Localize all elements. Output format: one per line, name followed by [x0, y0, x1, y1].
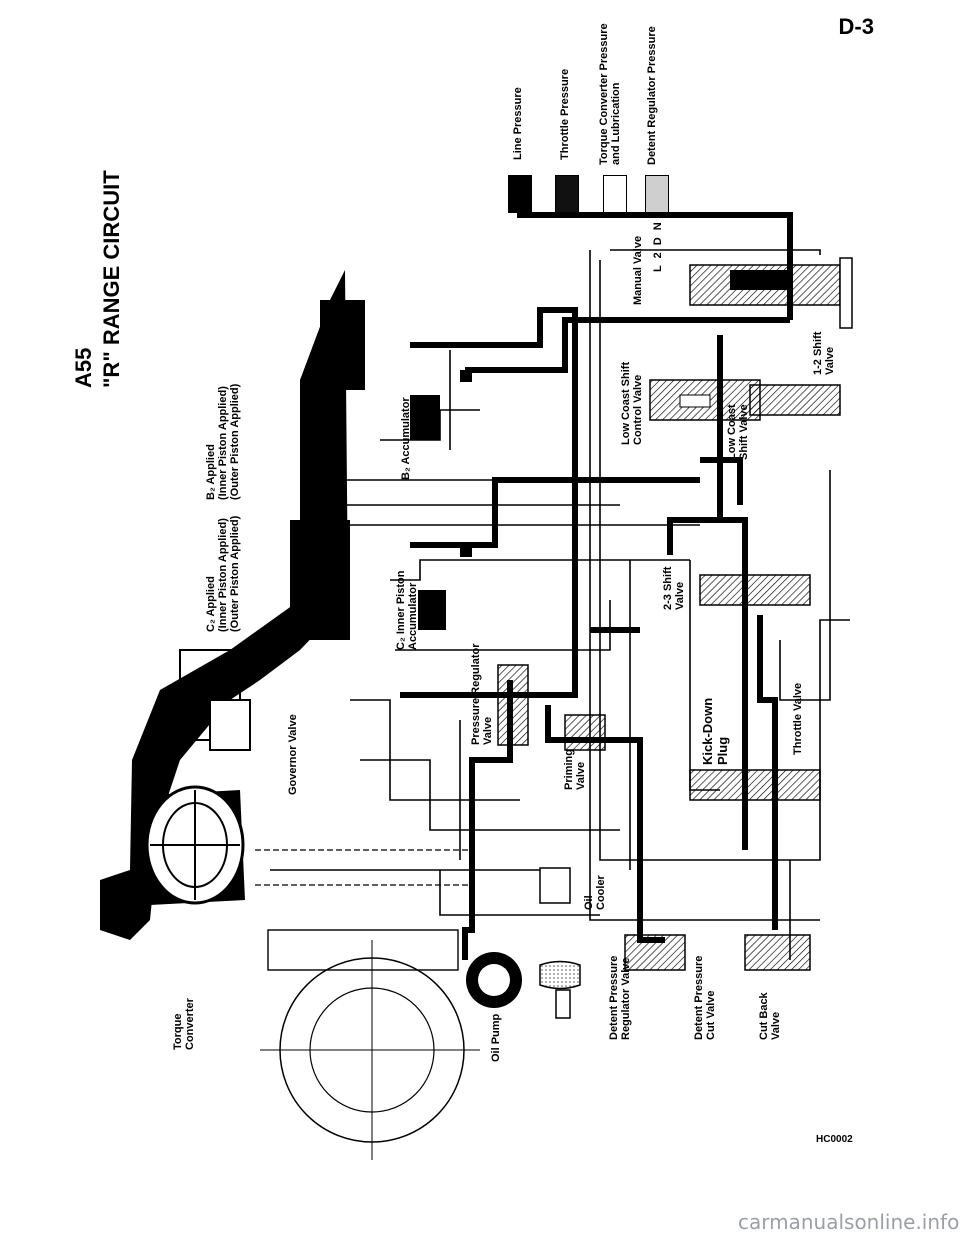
legend-label-throttle-pressure: Throttle Pressure — [559, 68, 571, 160]
detent-regulator-valve-body — [624, 934, 686, 971]
c2-accumulator-body — [418, 590, 446, 630]
b2-applied-label: B₂ Applied(Inner Piston Applied)(Outer P… — [205, 383, 241, 500]
b2-accumulator-label: B₂ Accumulator — [400, 397, 412, 480]
throttle-valve-body — [689, 769, 821, 801]
torque-converter — [145, 785, 245, 905]
transmission-case — [100, 270, 365, 940]
valve-bodies — [410, 257, 853, 971]
legend-label-line-pressure: Line Pressure — [512, 87, 524, 160]
shift-valve-12-body — [749, 384, 841, 416]
governor-valve-label: Governor Valve — [287, 714, 299, 795]
legend-label-detent-regulator: Detent Regulator Pressure — [646, 26, 658, 165]
site-footer: carmanualsonline.info — [738, 1210, 960, 1234]
throttle-valve-label: Throttle Valve — [792, 682, 804, 755]
legend-swatch-torque-converter — [603, 175, 627, 213]
page-number: D-3 — [838, 14, 874, 39]
line-pressure-circuit — [400, 180, 793, 960]
legend-swatch-detent-regulator — [645, 175, 669, 213]
manual-valve-label: Manual Valve — [632, 235, 644, 305]
oil-cooler-body — [539, 867, 571, 904]
output-shaft-circle — [255, 849, 480, 1160]
lubrication-circuits — [270, 249, 850, 960]
b2-accumulator-body — [410, 395, 440, 440]
shift-valve-23-body — [699, 574, 811, 606]
cut-back-valve-body — [744, 934, 811, 971]
oil-pump — [466, 952, 581, 1019]
priming-valve-body — [564, 714, 606, 751]
pressure-regulator-valve-body — [497, 664, 529, 746]
legend-swatch-line-pressure — [508, 175, 532, 213]
c2-applied-label: C₂ Applied(Inner Piston Applied)(Outer P… — [205, 515, 241, 632]
figure-code: HC0002 — [816, 1134, 853, 1145]
legend-swatch-throttle-pressure — [555, 175, 579, 213]
oil-pump-label: Oil Pump — [490, 1013, 502, 1062]
